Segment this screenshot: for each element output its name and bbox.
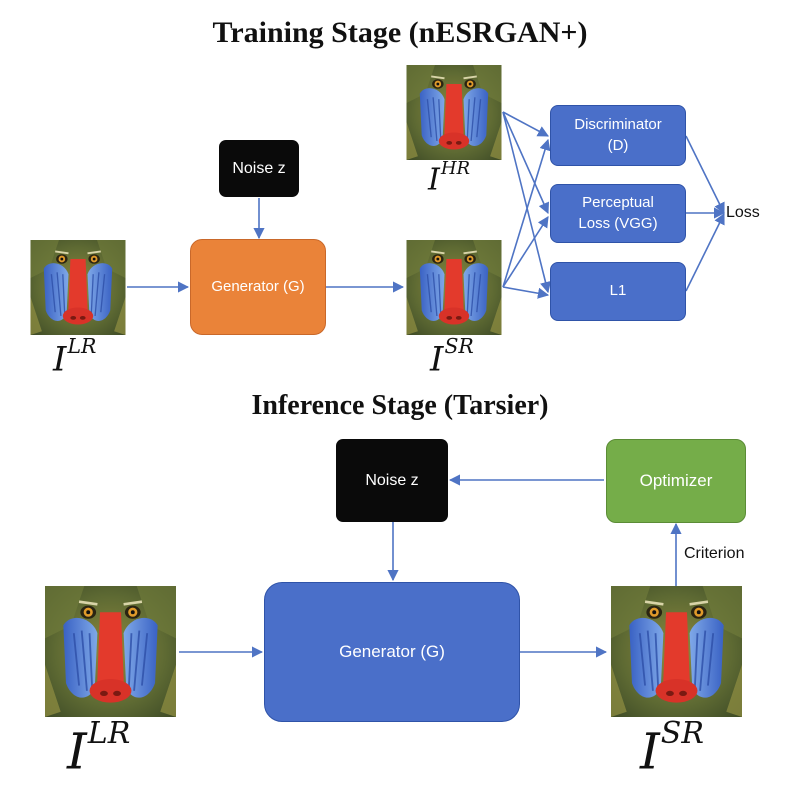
training-hr-image bbox=[405, 65, 503, 160]
inference-sr-image bbox=[608, 586, 745, 717]
inference-noise-box: Noise z bbox=[336, 439, 448, 522]
inference-generator-label: Generator (G) bbox=[339, 641, 445, 661]
training-noise-label: Noise z bbox=[232, 159, 286, 177]
discriminator-label: Discriminator (D) bbox=[574, 116, 662, 154]
training-noise-box: Noise z bbox=[219, 140, 299, 197]
l1-loss-label: L1 bbox=[609, 282, 627, 300]
training-sr-symbol: ISR bbox=[430, 334, 474, 380]
criterion-label: Criterion bbox=[684, 545, 745, 562]
training-lr-symbol: ILR bbox=[53, 334, 97, 380]
l1-loss-box: L1 bbox=[550, 262, 686, 321]
inference-noise-label: Noise z bbox=[365, 471, 419, 489]
training-sr-image bbox=[405, 240, 503, 335]
training-generator-box: Generator (G) bbox=[190, 239, 326, 335]
perceptual-loss-box: Perceptual Loss (VGG) bbox=[550, 184, 686, 243]
discriminator-box: Discriminator (D) bbox=[550, 105, 686, 166]
inference-generator-box: Generator (G) bbox=[264, 582, 520, 722]
training-lr-image bbox=[29, 240, 127, 335]
training-stage-title: Training Stage (nESRGAN+) bbox=[212, 16, 588, 49]
perceptual-loss-label: Perceptual Loss (VGG) bbox=[578, 194, 658, 232]
optimizer-label: Optimizer bbox=[639, 470, 713, 490]
training-generator-label: Generator (G) bbox=[211, 277, 305, 295]
inference-lr-symbol: ILR bbox=[67, 716, 131, 781]
training-hr-symbol: IHR bbox=[428, 158, 471, 198]
inference-lr-image bbox=[42, 586, 179, 717]
optimizer-box: Optimizer bbox=[606, 439, 746, 523]
inference-sr-symbol: ISR bbox=[640, 716, 704, 781]
inference-stage-title: Inference Stage (Tarsier) bbox=[251, 390, 549, 421]
loss-label: Loss bbox=[726, 204, 760, 221]
